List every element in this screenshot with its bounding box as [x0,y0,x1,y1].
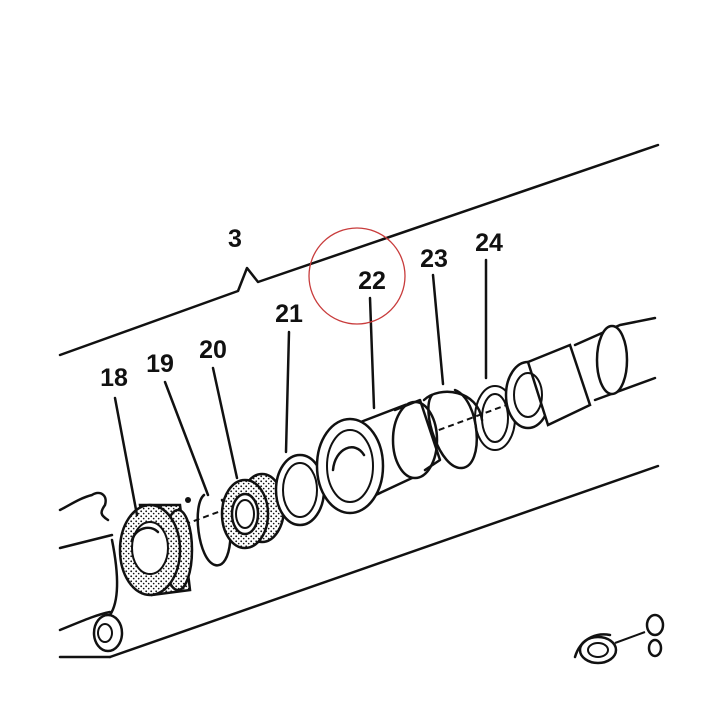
callout-18: 18 [100,364,128,392]
callout-20: 20 [199,336,227,364]
right-parts [504,316,657,430]
bottom-right-parts [573,613,665,665]
callout-3: 3 [228,225,242,253]
callout-21: 21 [275,300,303,328]
callout-24: 24 [475,229,503,257]
part-22-sleeve [315,398,442,515]
callout-23: 23 [420,245,448,273]
callout-19: 19 [146,350,174,378]
callout-labels: 3 18 19 20 21 22 23 24 [100,225,503,392]
left-shaft-fork [58,491,124,653]
housing-outline [58,143,660,659]
callout-22: 22 [358,267,386,295]
leader-lines [113,258,488,517]
part-22-highlight-circle [308,227,406,325]
part-23-retaining-ring [422,388,484,470]
part-18-bearing-housing [118,503,194,597]
part-20-ball-bearing [220,472,286,550]
